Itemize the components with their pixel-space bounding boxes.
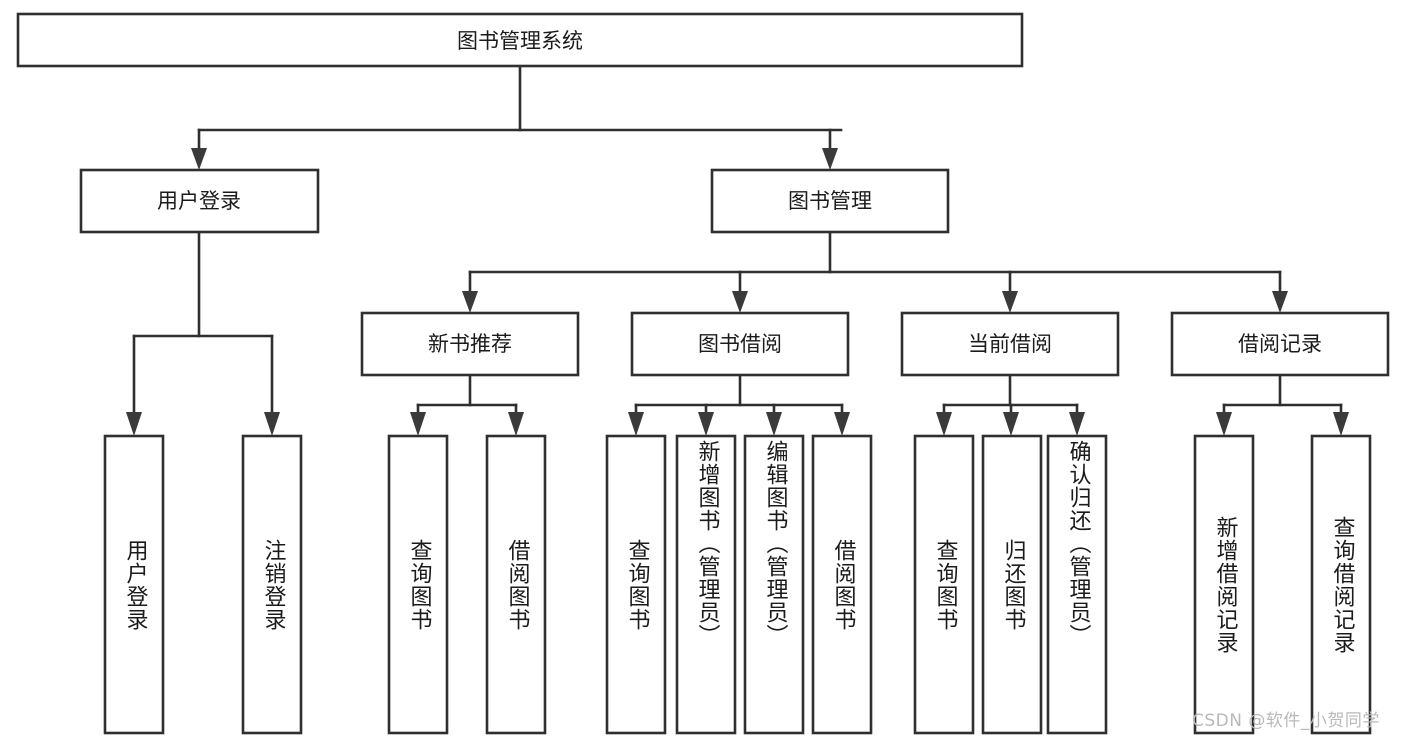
leaf-rect-query-book-bb[interactable] (605, 434, 667, 735)
arrow-head-cb-leaf3 (1069, 412, 1085, 436)
edges-book-mgmt-to-level3 (462, 230, 1288, 313)
arrow-head-borrow-record (1272, 291, 1288, 313)
leaf-rect-return-book[interactable] (981, 434, 1043, 735)
leaf-rect-borrow-book-bb[interactable] (811, 434, 873, 735)
node-book-borrow[interactable]: 图书借阅 (630, 311, 850, 377)
arrow-head-book-borrow (732, 291, 748, 313)
arrow-head-br-leaf1 (1216, 412, 1232, 436)
node-book-management-label: 图书管理 (788, 189, 872, 213)
arrow-head-cb-leaf2 (1003, 412, 1019, 436)
arrow-head-bb-leaf3 (766, 412, 782, 436)
leaf-rect-query-book-cb[interactable] (913, 434, 975, 735)
leaf-rect-edit-book-admin[interactable] (743, 434, 805, 735)
edges-user-login-to-leaves (126, 230, 280, 436)
node-current-borrow-rect (900, 311, 1120, 377)
leaf-rect-query-borrow-record[interactable] (1310, 434, 1372, 735)
edges-book-borrow-to-leaves (628, 373, 850, 436)
leaf-node-rects (103, 434, 1372, 735)
leaf-rect-logout[interactable] (241, 434, 303, 735)
arrow-head-br-leaf2 (1333, 412, 1349, 436)
node-book-borrow-rect (630, 311, 850, 377)
node-current-borrow[interactable]: 当前借阅 (900, 311, 1120, 377)
node-book-management[interactable]: 图书管理 (710, 168, 950, 234)
arrow-head-current-borrow (1002, 291, 1018, 313)
leaf-rect-confirm-return-admin[interactable] (1046, 434, 1108, 735)
node-new-book-recommendation-rect (360, 311, 580, 377)
leaf-rect-add-borrow-record[interactable] (1193, 434, 1255, 735)
node-borrow-record-rect (1170, 311, 1390, 377)
leaf-rect-add-book-admin[interactable] (675, 434, 737, 735)
node-new-book-recommendation[interactable]: 新书推荐 (360, 311, 580, 377)
edges-new-book-rec-to-leaves (410, 373, 524, 436)
arrow-head-bb-leaf2 (698, 412, 714, 436)
arrow-head-book-mgmt (822, 148, 838, 170)
leaf-rect-borrow-book-nbr[interactable] (485, 434, 547, 735)
arrow-head-bb-leaf4 (834, 412, 850, 436)
arrow-head-nbr-leaf1 (410, 412, 426, 436)
node-user-login[interactable]: 用户登录 (79, 168, 320, 234)
node-borrow-record-label: 借阅记录 (1238, 332, 1322, 356)
node-current-borrow-label: 当前借阅 (968, 332, 1052, 356)
leaf-rect-user-login[interactable] (103, 434, 165, 735)
csdn-watermark: CSDN @软件_小贺同学 (1192, 711, 1380, 731)
edges-root-to-level2 (191, 64, 843, 170)
arrow-head-nbr-leaf2 (508, 412, 524, 436)
node-root-system[interactable]: 图书管理系统 (16, 12, 1024, 68)
arrow-head-cb-leaf1 (936, 412, 952, 436)
node-root-label: 图书管理系统 (457, 29, 583, 53)
node-user-login-label: 用户登录 (157, 189, 241, 213)
node-book-borrow-label: 图书借阅 (698, 332, 782, 356)
arrow-head-leaf-logout (264, 412, 280, 436)
arrow-head-user-login (191, 148, 207, 170)
arrow-head-new-book-rec (462, 291, 478, 313)
node-new-book-recommendation-label: 新书推荐 (428, 332, 512, 356)
node-user-login-rect (79, 168, 320, 234)
arrow-head-leaf-user-login (126, 412, 142, 436)
node-book-management-rect (710, 168, 950, 234)
leaf-rect-query-book-nbr[interactable] (387, 434, 449, 735)
edges-borrow-record-to-leaves (1216, 373, 1349, 436)
arrow-head-bb-leaf1 (628, 412, 644, 436)
node-borrow-record[interactable]: 借阅记录 (1170, 311, 1390, 377)
edges-current-borrow-to-leaves (936, 373, 1085, 436)
node-root-rect (16, 12, 1024, 68)
